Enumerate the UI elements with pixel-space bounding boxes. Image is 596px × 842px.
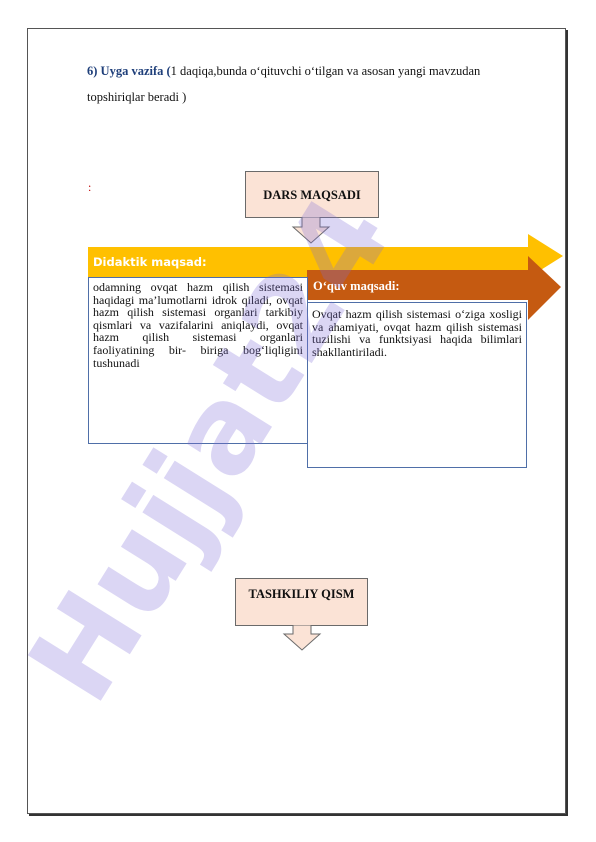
homework-title: 6) Uyga vazifa (87, 64, 164, 78)
dars-maqsadi-label: DARS MAQSADI (263, 188, 361, 202)
homework-text: 1 daqiqa,bunda o‘qituvchi o‘tilgan va as… (87, 64, 481, 104)
homework-heading: 6) Uyga vazifa (1 daqiqa,bunda o‘qituvch… (87, 58, 537, 110)
oquv-text-box: Ovqat hazm qilish sistemasi o‘ziga xosli… (307, 302, 527, 468)
tashkiliy-down-arrow-icon (282, 625, 322, 651)
homework-paren: ( (166, 64, 171, 78)
didaktik-title: Didaktik maqsad: (93, 255, 207, 269)
oquv-banner (307, 256, 561, 320)
colon-mark: : (88, 180, 92, 194)
page-border (27, 28, 566, 814)
oquv-text: Ovqat hazm qilish sistemasi o‘ziga xosli… (312, 307, 522, 359)
dars-down-arrow-icon (291, 217, 331, 244)
dars-maqsadi-box: DARS MAQSADI (245, 171, 379, 218)
tashkiliy-label: TASHKILIY QISM (248, 587, 355, 601)
tashkiliy-box: TASHKILIY QISM (235, 578, 368, 626)
didaktik-text-box: odamning ovqat hazm qilish sistemasi haq… (88, 277, 308, 444)
didaktik-text: odamning ovqat hazm qilish sistemasi haq… (93, 280, 303, 370)
oquv-title: O‘quv maqsadi: (313, 279, 400, 293)
